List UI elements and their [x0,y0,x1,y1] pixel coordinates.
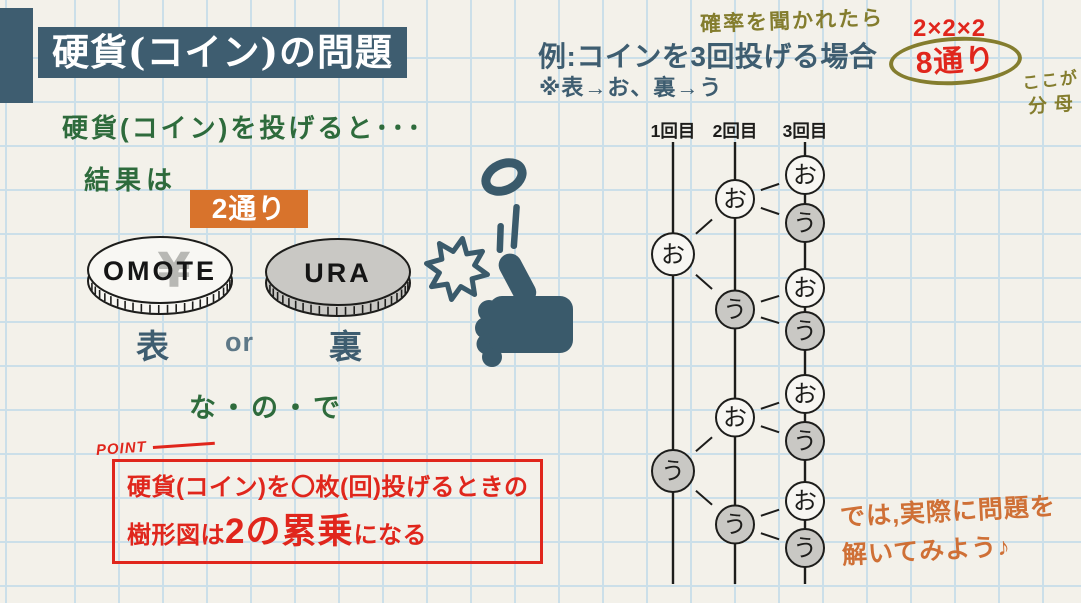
tree-column-label: 3回目 [783,121,828,141]
tree-node-label: お [723,185,747,213]
tree-node: う [785,528,825,568]
tree-node: う [785,311,825,351]
yen-watermark: ¥ [157,243,190,299]
product-expression: 2×2×2 [913,15,987,42]
tree-node-label: う [793,317,817,345]
coin-flip-illustration [424,158,573,367]
tree-node-label: う [793,209,817,237]
spinning-coin-icon [481,158,527,196]
tree-branch [760,182,780,192]
tree-node: お [785,268,825,308]
tree-node: う [785,203,825,243]
total-count-circle: 8通り [887,33,1024,89]
denominator-note-line2: 分母 [1027,93,1081,118]
point-emphasis: 2の累乗 [225,512,354,551]
tree-node-label: お [793,161,817,189]
tree-branch [760,508,780,517]
back-face-label: 裏 [329,328,362,365]
starburst-icon [424,236,490,302]
intro-text: 硬貨(コイン)を投げると･･･ [62,113,424,143]
tree-node-label: う [793,534,817,562]
coin-label: OMOTE [103,256,217,286]
tree-node-label: う [723,511,747,539]
coin-omote: ¥OMOTE [87,236,233,315]
tree-node-label: う [793,427,817,455]
tree-node: お [715,397,755,438]
coin-ura: URA [265,238,411,317]
thumb-flip-hand-icon [475,253,573,367]
or-label: or [225,327,254,357]
tree-branch [695,218,713,235]
tree-node-label: う [723,296,747,324]
tree-node-label: お [793,380,817,408]
tree-node-label: お [793,487,817,515]
tree-branch [695,436,713,452]
tree-node-label: う [661,457,685,485]
point-callout: POINT 硬貨(コイン)を〇枚(回)投げるときの 樹形図は2の累乗になる [95,438,544,564]
point-tag-line [152,441,215,450]
tree-branch [760,532,780,541]
coin-label: URA [304,258,372,288]
probability-hint-text: 確率を聞かれたら [699,6,885,37]
total-count-text: 8通り [914,42,997,81]
coins-illustration: ¥OMOTE URA [87,236,411,317]
tree-node-label: お [723,404,747,432]
tree-column-label: 2回目 [713,121,758,141]
tree-branch [760,294,780,303]
tree-branch [695,273,713,290]
tree-node: お [785,481,825,521]
tree-node: う [785,421,825,461]
point-tag-label: POINT [95,438,148,459]
result-label: 結果は [84,165,178,195]
tree-node: う [715,504,755,545]
tree-node: う [651,449,695,493]
tree-node: お [785,374,825,414]
tree-node: お [785,155,825,195]
example-title: 例:コインを3回投げる場合 [538,41,878,72]
point-box: 硬貨(コイン)を〇枚(回)投げるときの 樹形図は2の累乗になる [112,459,544,564]
tree-branch [760,206,780,216]
tree-branch [760,425,780,434]
tree-node-label: お [793,274,817,302]
tree-branch [760,316,780,325]
motion-lines-icon [496,204,520,254]
tree-column-label: 1回目 [651,121,696,141]
tree-branch [760,401,780,410]
tree-node: う [715,289,755,330]
legend-note: ※表→お、裏→う [539,75,723,100]
tree-branch [695,490,713,506]
result-count-badge: 2通り [190,190,308,228]
tree-node: お [715,179,755,219]
corner-accent-bar [0,8,33,103]
closing-message: では,実際に問題を 解いてみよう♪ [839,492,1057,570]
front-face-label: 表 [136,328,169,365]
point-line2: 樹形図は2の累乗になる [127,512,427,551]
naode-text: な・の・で [189,393,344,423]
tree-node-label: お [661,240,685,268]
page-title: 硬貨(コイン)の問題 [38,27,408,78]
point-line1: 硬貨(コイン)を〇枚(回)投げるときの [127,474,529,501]
tree-node: お [651,232,695,277]
